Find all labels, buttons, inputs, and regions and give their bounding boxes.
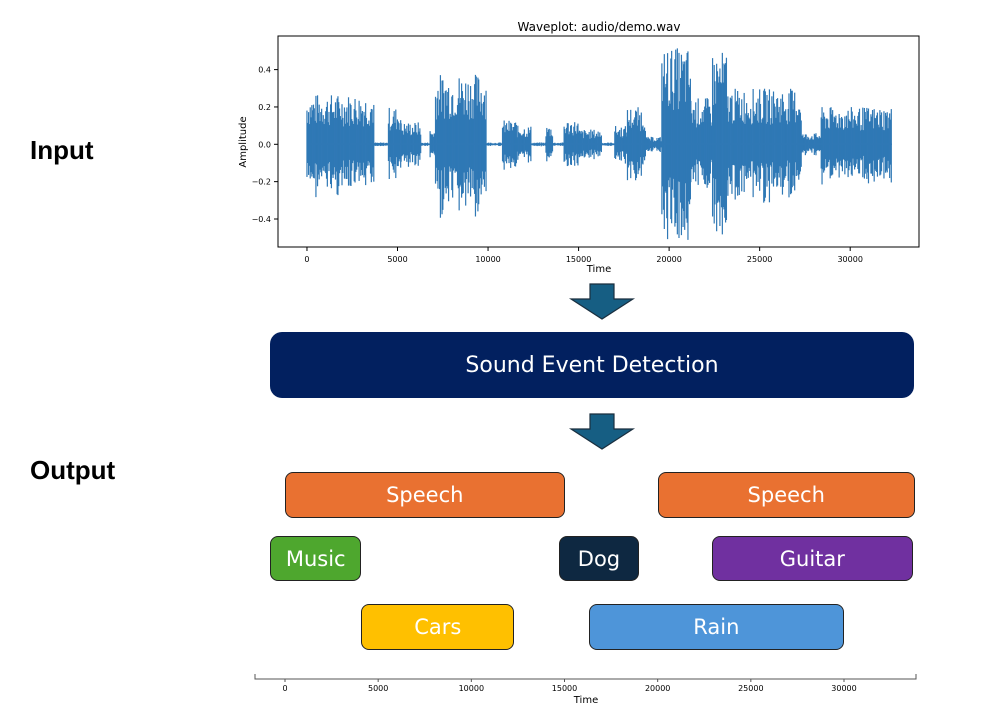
down-arrow-icon [568, 413, 636, 450]
x-tick-label: 30000 [837, 255, 862, 264]
x-tick-label: 15000 [566, 255, 591, 264]
timeline-axis-line [254, 674, 917, 680]
waveplot-chart: Waveplot: audio/demo.wav 0 5000 10000 15000… [238, 20, 920, 275]
y-tick-label: −0.4 [252, 215, 271, 224]
timeline-tick-label: 15000 [552, 684, 577, 693]
y-tick-label: 0.0 [258, 140, 271, 149]
y-tick-label: 0.2 [258, 103, 271, 112]
timeline-tick-label: 25000 [738, 684, 763, 693]
timeline-tick-label: 30000 [831, 684, 856, 693]
x-tick-label: 0 [304, 255, 309, 264]
input-label: Input [30, 135, 94, 165]
event-speech: Speech [657, 472, 915, 518]
event-dog: Dog [558, 536, 640, 581]
waveplot-title: Waveplot: audio/demo.wav [518, 20, 681, 34]
x-axis-ticks: 0 5000 10000 15000 20000 25000 30000 [304, 247, 863, 264]
waveplot-ylabel: Amplitude [238, 116, 249, 167]
event-rain: Rain [588, 604, 844, 650]
event-speech: Speech [285, 472, 565, 518]
y-axis-ticks: 0.4 0.2 0.0 −0.2 −0.4 [252, 66, 278, 224]
waveplot-xlabel: Time [586, 264, 611, 275]
x-tick-label: 10000 [475, 255, 500, 264]
event-music: Music [270, 536, 362, 581]
y-tick-label: 0.4 [258, 66, 271, 75]
timeline-tick-label: 0 [282, 684, 287, 693]
sound-event-detection-box: Sound Event Detection [270, 332, 914, 398]
plot-frame [277, 35, 920, 248]
event-cars: Cars [361, 604, 515, 650]
y-tick-label: −0.2 [252, 178, 271, 187]
timeline-xlabel: Time [573, 695, 598, 706]
x-tick-label: 25000 [747, 255, 772, 264]
x-tick-label: 5000 [387, 255, 407, 264]
timeline-tick-label: 10000 [459, 684, 484, 693]
event-guitar: Guitar [711, 536, 913, 581]
down-arrow-icon [568, 283, 636, 320]
timeline-ticks: 0 5000 10000 15000 20000 25000 30000 [282, 679, 857, 693]
output-timeline-axis: 0 5000 10000 15000 20000 25000 30000 Time [254, 674, 917, 706]
x-tick-label: 20000 [656, 255, 681, 264]
timeline-tick-label: 20000 [645, 684, 670, 693]
waveform-series [306, 48, 892, 240]
output-label: Output [30, 455, 116, 485]
timeline-tick-label: 5000 [368, 684, 388, 693]
